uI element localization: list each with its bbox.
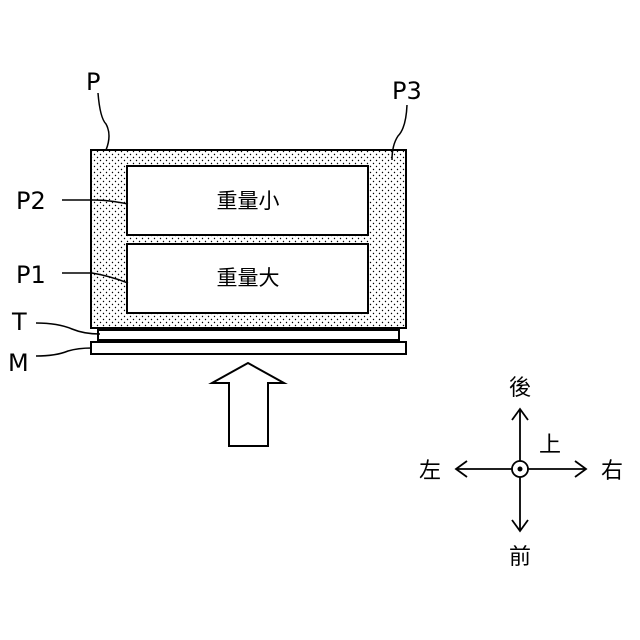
label-p2: P2 — [16, 187, 46, 215]
label-m: M — [8, 349, 29, 377]
dir-front: 前 — [509, 545, 531, 570]
label-p1: P1 — [16, 261, 46, 289]
box-p2-text: 重量小 — [217, 189, 280, 213]
member-m — [91, 342, 406, 354]
tray-t — [98, 330, 399, 340]
label-t: T — [11, 308, 27, 336]
label-p3: P3 — [392, 77, 422, 105]
dir-up: 上 — [539, 433, 561, 458]
dir-back: 後 — [509, 376, 531, 401]
leader-p — [98, 93, 109, 150]
push-arrow — [212, 363, 284, 446]
label-p: P — [86, 68, 100, 96]
box-p1-text: 重量大 — [217, 266, 280, 290]
dir-left: 左 — [419, 459, 441, 484]
leader-m — [36, 348, 92, 356]
direction-compass — [456, 409, 586, 531]
dir-right: 右 — [601, 459, 623, 484]
